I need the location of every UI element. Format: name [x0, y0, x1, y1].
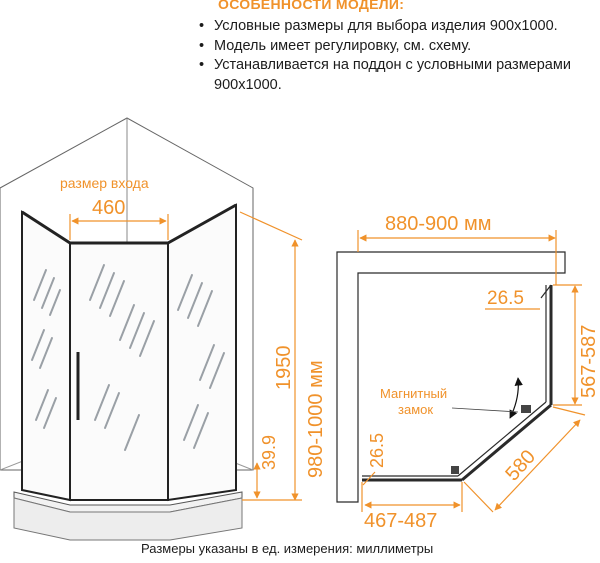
- angle-top-value: 26.5: [487, 288, 524, 309]
- feature-text: Условные размеры для выбора изделия 900х…: [214, 18, 558, 34]
- features-list: Условные размеры для выбора изделия 900х…: [196, 17, 571, 95]
- features-title: ОСОБЕННОСТИ МОДЕЛИ:: [218, 0, 405, 12]
- top-frame-right: [167, 203, 237, 245]
- glass-hatching: [31, 264, 225, 451]
- front-dim-labels: размер входа 460 1950 980-1000 мм 39.9: [60, 175, 327, 478]
- feature-item: Условные размеры для выбора изделия 900х…: [196, 17, 571, 37]
- plan-view: [336, 251, 566, 503]
- width-top-value: 880-900 мм: [385, 213, 491, 235]
- entry-label: размер входа: [60, 175, 149, 191]
- feature-text: Модель имеет регулировку, см. схему.: [214, 37, 472, 54]
- tray-base: [13, 497, 243, 541]
- plan-dim-labels: 880-900 мм 26.5 567-587 Магнитный замок …: [364, 213, 600, 532]
- room-back-wall-outline: [0, 117, 254, 471]
- left-glass-panel: [21, 210, 71, 502]
- lock-block: [451, 466, 459, 474]
- side-right-value: 567-587: [578, 325, 600, 398]
- feature-text: Устанавливается на поддон с условными ра…: [214, 57, 571, 73]
- entry-width-value: 460: [92, 197, 125, 219]
- front-dimensions: [69, 211, 303, 501]
- lock-block: [521, 405, 531, 413]
- diagonal-value: 580: [501, 446, 540, 486]
- lock-label-line2: замок: [398, 402, 433, 417]
- angle-bottom-value: 26.5: [367, 433, 387, 468]
- wall-top: [336, 251, 566, 503]
- height-wall-value: 980-1000 мм: [305, 360, 327, 478]
- right-glass-panel: [167, 203, 237, 502]
- top-frame-left: [21, 210, 71, 245]
- feature-text-continued: 900х1000.: [214, 76, 282, 93]
- height-ext-top: [239, 211, 303, 241]
- plan-dimensions: [357, 230, 586, 513]
- lock-label-line1: Магнитный: [380, 386, 447, 401]
- angle-bottom-leader: [362, 471, 376, 486]
- feature-item: Устанавливается на поддон с условными ра…: [196, 56, 571, 95]
- front-view: [0, 117, 254, 541]
- side-bottom-value: 467-487: [364, 510, 437, 532]
- tray-height-value: 39.9: [259, 435, 279, 470]
- height-total-value: 1950: [273, 346, 295, 391]
- door-glass-panel: [69, 242, 169, 501]
- angle-ref-top: [540, 284, 552, 299]
- diagonal-dim: [494, 419, 581, 511]
- lock-leader: [451, 407, 519, 413]
- units-note: Размеры указаны в ед. измерения: миллиме…: [141, 541, 434, 556]
- feature-item: Модель имеет регулировку, см. схему.: [196, 37, 571, 57]
- door-swing-arrow: [509, 377, 523, 419]
